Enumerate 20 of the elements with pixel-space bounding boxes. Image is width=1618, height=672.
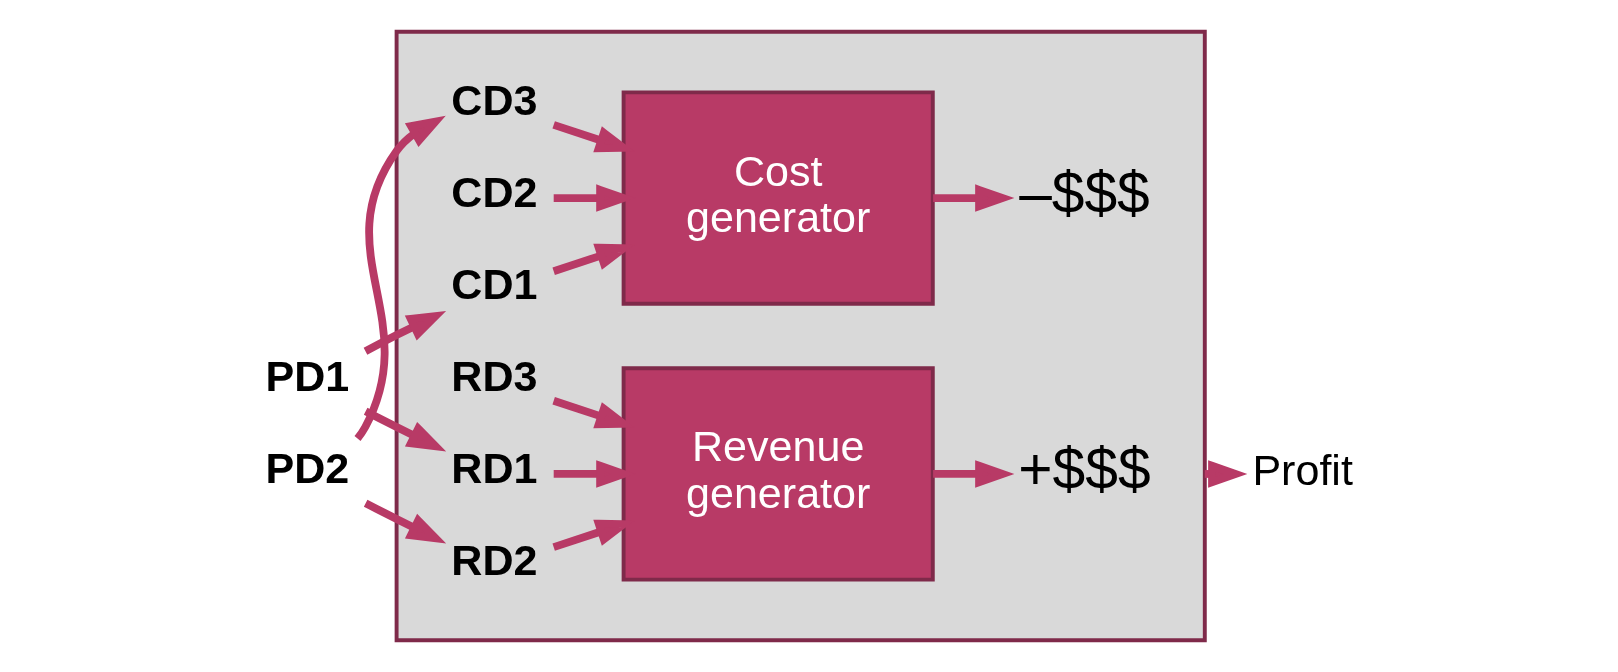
arrow <box>932 184 1014 212</box>
node-text: PD2 <box>264 443 349 492</box>
arrow <box>932 460 1014 488</box>
cluster <box>394 29 1207 643</box>
node-text: +$$$ <box>1017 435 1151 501</box>
node-text: RD1 <box>450 443 538 492</box>
node-text: CD3 <box>450 76 538 125</box>
node-box: Cost generator <box>621 90 935 306</box>
arrow <box>363 407 446 452</box>
node-text: CD1 <box>450 260 538 309</box>
node-text: Profit <box>1251 445 1353 494</box>
node-text: RD2 <box>450 535 538 584</box>
node-text: CD2 <box>450 168 538 217</box>
node-text: PD1 <box>264 351 349 400</box>
node-text: RD3 <box>450 351 538 400</box>
arrow <box>353 115 446 441</box>
node-box: Revenue generator <box>621 366 935 582</box>
arrow <box>363 311 446 355</box>
arrow <box>363 499 446 544</box>
node-text: –$$$ <box>1018 159 1150 225</box>
